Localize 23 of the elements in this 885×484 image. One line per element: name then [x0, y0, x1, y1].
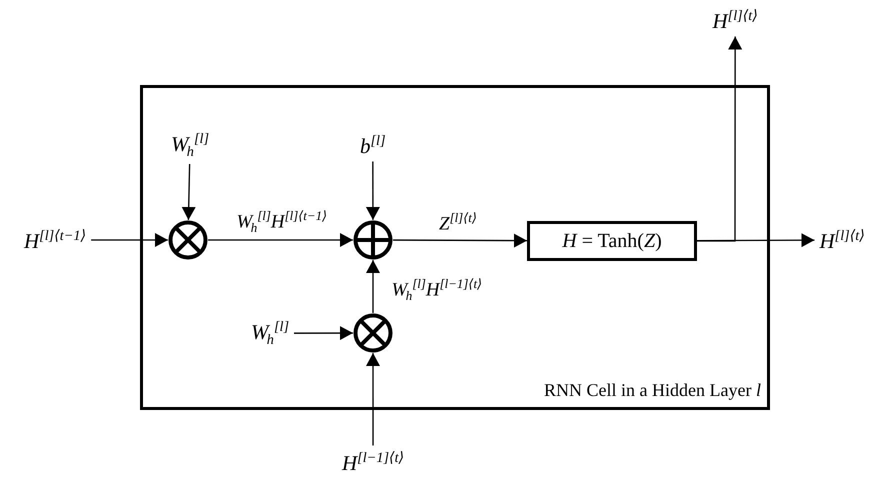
math-label: b$^{[l]}$: [360, 134, 386, 156]
cell-box: [140, 85, 770, 410]
sum-circle: [353, 220, 393, 260]
arrow: [294, 326, 353, 340]
multiply-circle: [168, 220, 208, 260]
arrow: [182, 164, 196, 220]
cell-caption: RNN Cell in a Hidden Layer l: [544, 380, 761, 401]
arrow: [366, 260, 380, 313]
arrow: [366, 162, 380, 220]
math-label: H$^{[l−1]⟨t⟩}$: [342, 450, 404, 474]
math-label: H$^{[l]⟨t−1⟩}$: [24, 228, 86, 252]
math-label: H$^{[l]⟨t⟩}$: [712, 8, 758, 32]
edge-label: Z$^{[l]⟨t⟩}$: [439, 212, 477, 233]
activation-box: H = Tanh(Z): [527, 221, 697, 261]
arrow: [366, 353, 380, 446]
arrow: [208, 233, 353, 247]
arrow: [393, 234, 527, 248]
multiply-circle: [353, 313, 393, 353]
math-label: H$^{[l]⟨t⟩}$: [820, 228, 865, 252]
edge-label: W$_{h}$$^{[l]}$H$^{[l−1]⟨t⟩}$: [392, 278, 482, 303]
edge-label: W$_{h}$$^{[l]}$H$^{[l]⟨t−1⟩}$: [236, 210, 328, 235]
arrow: [697, 233, 814, 248]
arrow: [91, 233, 168, 247]
